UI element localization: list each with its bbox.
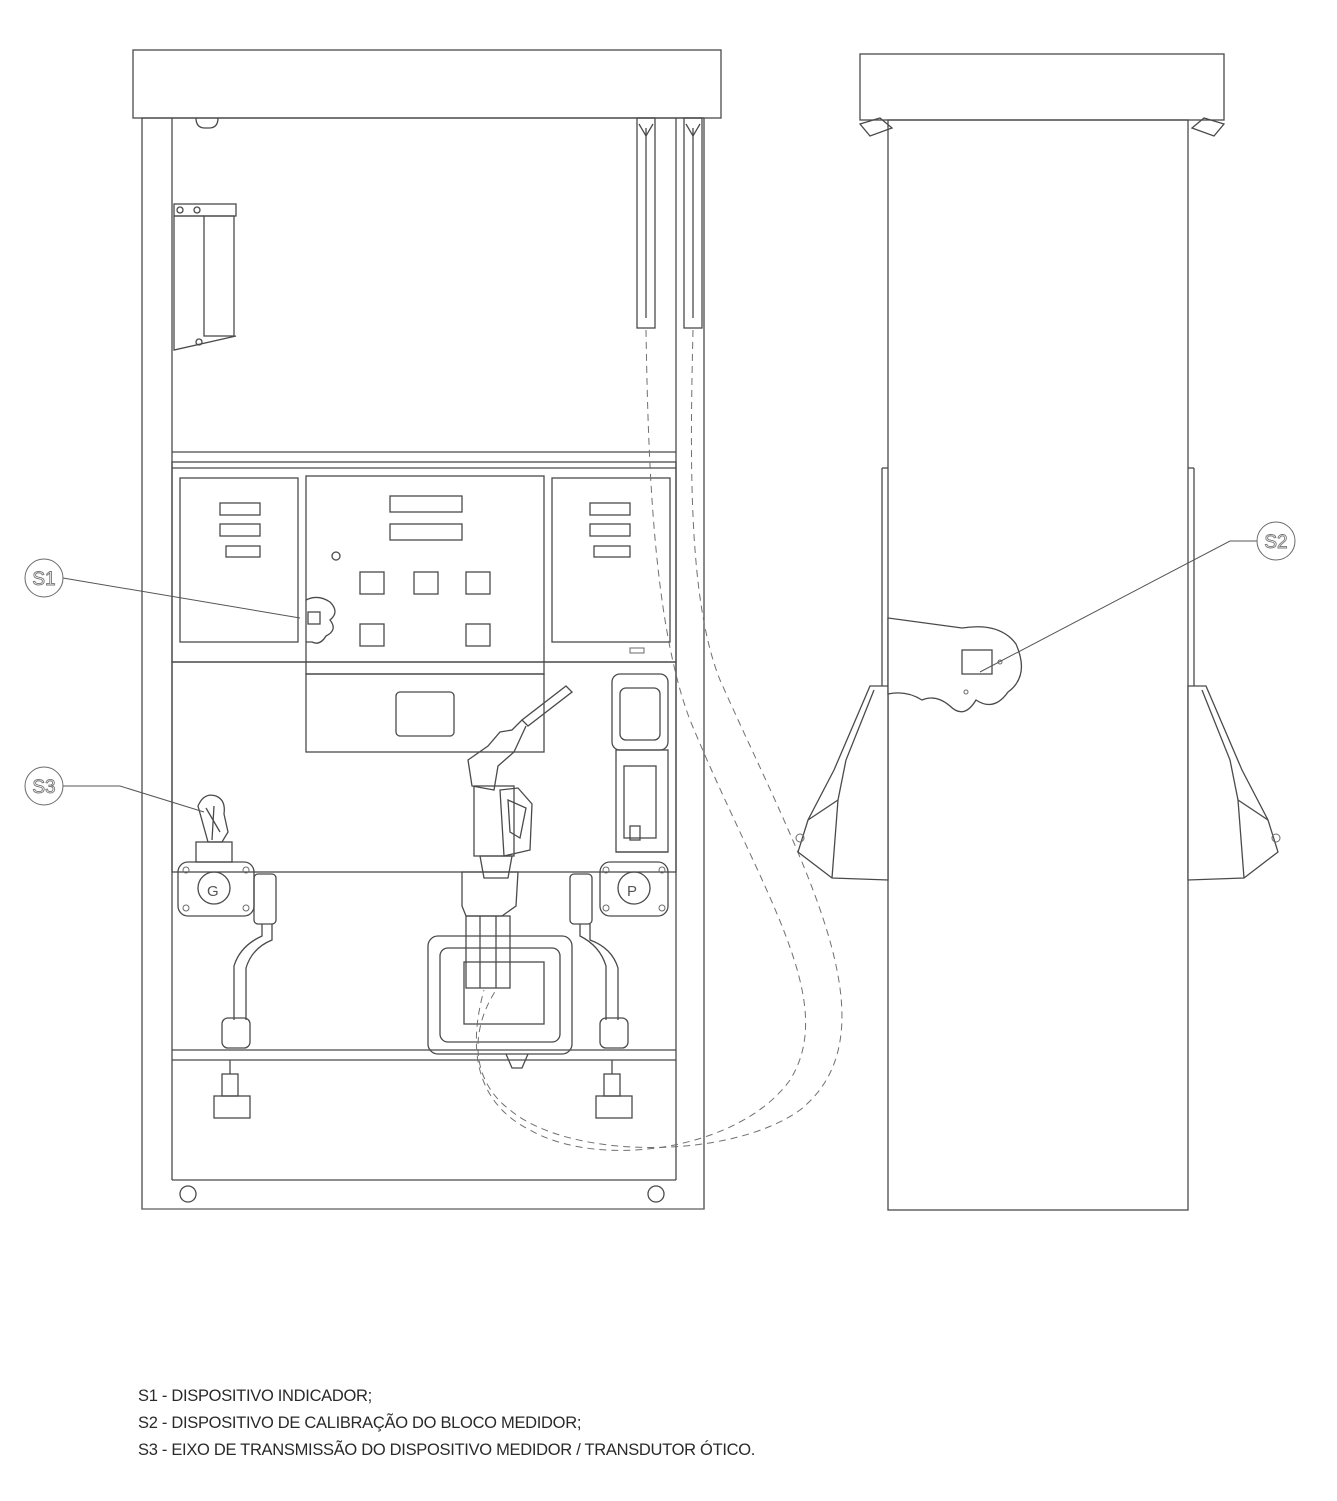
dispenser-head bbox=[171, 461, 677, 663]
keypad-key bbox=[465, 623, 491, 647]
hose-retractors bbox=[636, 117, 703, 329]
callout-s2-label: S2 bbox=[1264, 532, 1287, 553]
central-display-panel bbox=[305, 475, 545, 675]
seal-s1 bbox=[305, 596, 336, 644]
legend-item-s3: S3 - EIXO DE TRANSMISSÃO DO DISPOSITIVO … bbox=[138, 1441, 756, 1459]
svg-text:P: P bbox=[627, 883, 637, 900]
side-canopy bbox=[859, 53, 1225, 121]
front-cabinet bbox=[141, 117, 705, 1210]
leader-s2 bbox=[979, 540, 1257, 673]
front-view: G P bbox=[62, 49, 843, 1210]
keypad-key bbox=[359, 571, 385, 595]
keypad-key bbox=[359, 623, 385, 647]
callout-s2: S2 bbox=[1256, 521, 1296, 561]
callout-s1-label: S1 bbox=[32, 569, 55, 590]
leader-s3 bbox=[63, 785, 205, 813]
nozzle-left bbox=[467, 685, 573, 879]
callout-s3: S3 bbox=[24, 766, 64, 806]
side-view bbox=[795, 53, 1281, 1211]
legend: S1 - DISPOSITIVO INDICADOR; S2 - DISPOSI… bbox=[138, 1383, 1038, 1464]
right-display-panel bbox=[551, 477, 671, 654]
keypad-key bbox=[465, 571, 491, 595]
keypad-key bbox=[413, 571, 439, 595]
hose-routing bbox=[475, 329, 843, 1151]
side-bracket bbox=[173, 203, 237, 351]
inspection-plate bbox=[427, 871, 573, 1069]
front-foot-left bbox=[179, 1185, 197, 1203]
right-meter-block: P bbox=[569, 861, 669, 1119]
callout-s3-label: S3 bbox=[32, 777, 55, 798]
svg-text:G: G bbox=[207, 883, 219, 900]
callout-s1: S1 bbox=[24, 558, 64, 598]
left-meter-block: G bbox=[177, 794, 277, 1119]
legend-item-s2: S2 - DISPOSITIVO DE CALIBRAÇÃO DO BLOCO … bbox=[138, 1414, 582, 1432]
seal-s3 bbox=[197, 794, 229, 843]
left-display-panel bbox=[179, 477, 299, 643]
nozzle-holder bbox=[611, 673, 669, 853]
seal-s2 bbox=[887, 617, 1023, 713]
legend-item-s1: S1 - DISPOSITIVO INDICADOR; bbox=[138, 1387, 372, 1405]
front-foot-right bbox=[647, 1185, 665, 1203]
front-canopy bbox=[132, 49, 722, 119]
card-slot bbox=[395, 691, 455, 737]
leader-s1 bbox=[62, 577, 301, 619]
